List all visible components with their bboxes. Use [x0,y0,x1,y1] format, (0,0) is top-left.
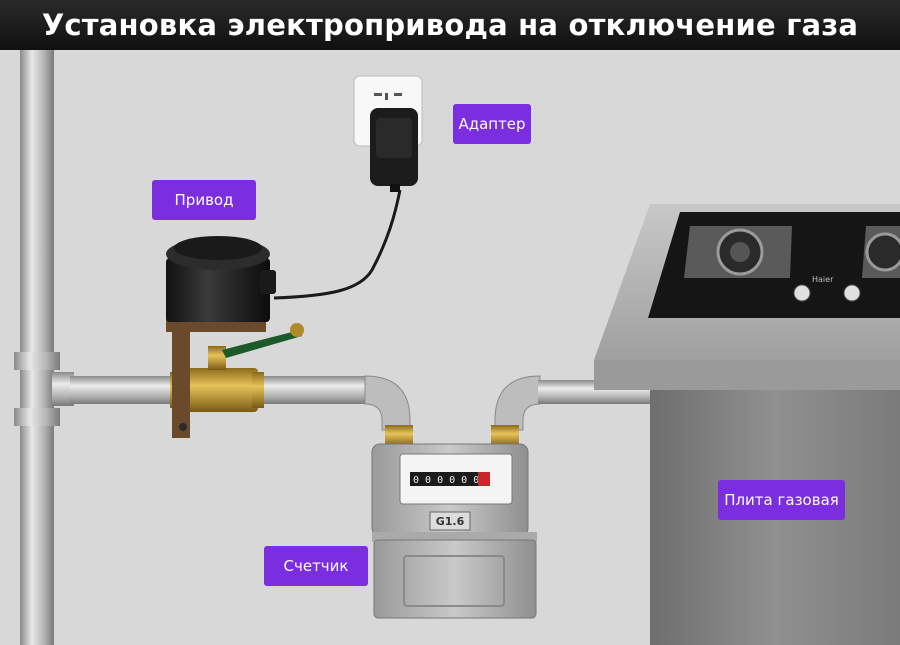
kitchen-counter: Haier [594,204,900,645]
label-stove: Плита газовая [718,480,845,520]
actuator-motor [166,236,276,322]
label-meter: Счетчик [264,546,368,586]
stove-brand: Haier [812,275,834,284]
label-actuator: Привод [152,180,256,220]
power-adapter [370,108,418,192]
meter-inlet-nut [385,425,413,447]
label-adapter: Адаптер [453,104,531,144]
meter-outlet-nut [491,425,519,447]
page-title: Установка электропривода на отключение г… [0,0,900,50]
gas-meter: 0 0 0 0 0 0 [371,443,537,619]
riser-pipe [14,50,74,645]
meter-plate: G1.6 [436,515,465,528]
ball-valve [170,323,304,412]
power-cable [273,189,402,300]
svg-text:0 0 0 0 0 0: 0 0 0 0 0 0 [413,475,479,486]
